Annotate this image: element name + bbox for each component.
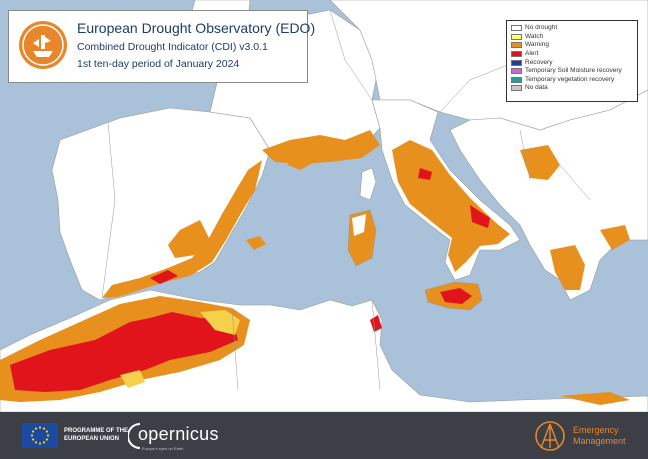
map-subtitle-period: 1st ten-day period of January 2024 [77,58,240,70]
eu-programme-label: PROGRAMME OF THE EUROPEAN UNION [64,427,128,443]
legend-label: No drought [525,24,558,32]
em-line-2: Management [573,436,626,446]
iberia-warning-inner [168,220,210,258]
iberia-alert [150,270,178,284]
copernicus-logo-text: opernicus [138,424,219,444]
legend-item-watch: Watch [511,33,633,42]
legend-item-no-data: No data [511,84,633,93]
greece-warning-2 [600,225,630,250]
legend-swatch [511,76,522,83]
eu-line-2: EUROPEAN UNION [64,436,120,442]
edo-logo-icon [19,21,67,69]
copernicus-swoosh-icon [128,423,141,449]
legend-item-alert: Alert [511,50,633,59]
land-balkans [449,89,648,301]
legend-label: Watch [525,32,544,40]
sicily-alert [440,288,472,304]
legend-label: Temporary vegetation recovery [525,75,615,83]
maghreb-watch [200,310,240,335]
map-legend: No drought Watch Warning Alert Recovery … [506,20,638,102]
legend-swatch [511,25,522,32]
libya-warning [560,392,630,405]
legend-label: No data [525,84,548,92]
em-line-1: Emergency [573,425,619,435]
map-subtitle-indicator: Combined Drought Indicator (CDI) v3.0.1 [77,41,268,53]
legend-swatch [511,85,522,92]
maghreb-alert [10,312,238,392]
land-corsica [359,167,377,201]
legend-item-recovery: Recovery [511,58,633,67]
balkans-warning [520,145,560,180]
emergency-management-icon [535,421,565,451]
legend-label: Warning [525,41,549,49]
tunisia-alert [370,315,382,332]
legend-swatch [511,33,522,40]
italy-alert [470,205,490,228]
legend-item-temp-soil-moisture: Temporary Soil Moisture recovery [511,67,633,76]
legend-swatch [511,59,522,66]
eu-flag-icon [22,423,58,448]
legend-label: Temporary Soil Moisture recovery [525,67,622,75]
iberia-warning [102,160,262,298]
title-panel: European Drought Observatory (EDO) Combi… [8,10,315,83]
legend-item-temp-vegetation: Temporary vegetation recovery [511,76,633,85]
legend-swatch [511,42,522,49]
sardinia-white [352,214,366,236]
emergency-management-label: Emergency Management [573,425,626,447]
copernicus-tagline: Europe's eyes on Earth [142,446,184,451]
italy-alert-2 [418,168,432,180]
map-title: European Drought Observatory (EDO) [77,20,316,36]
legend-swatch [511,68,522,75]
maghreb-watch-2 [120,370,145,388]
legend-label: Recovery [525,58,553,66]
eu-line-1: PROGRAMME OF THE [64,428,128,434]
legend-item-warning: Warning [511,41,633,50]
greece-warning [550,245,585,290]
france-warning [262,130,380,164]
footer-bar: PROGRAMME OF THE EUROPEAN UNION opernicu… [0,412,648,459]
land-balearic [246,236,266,250]
legend-item-no-drought: No drought [511,24,633,33]
legend-label: Alert [525,50,539,58]
legend-swatch [511,51,522,58]
